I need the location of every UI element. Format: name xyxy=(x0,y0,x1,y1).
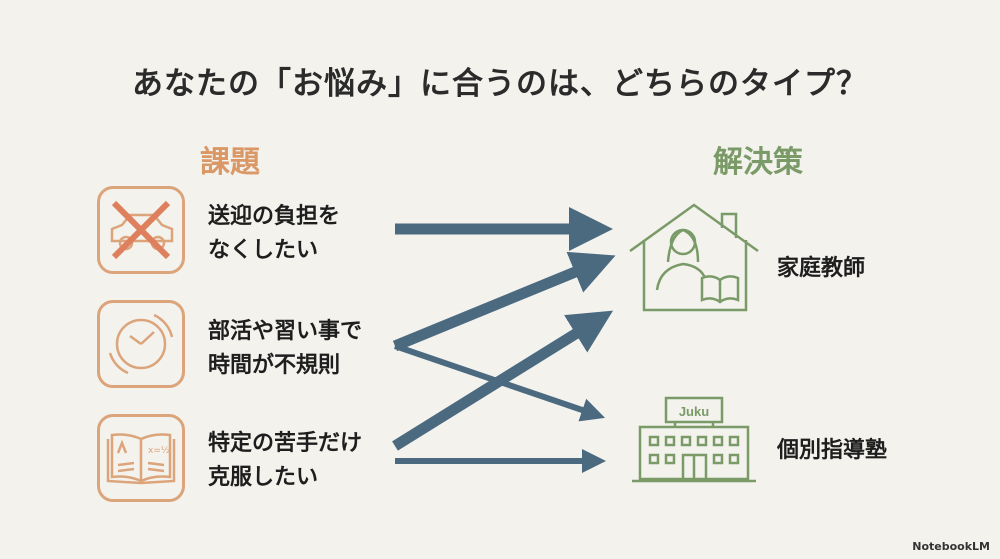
car-crossed-icon xyxy=(97,186,185,274)
brand-logo: NotebookLM xyxy=(912,540,990,553)
problem-3: 特定の苦手だけ克服したい xyxy=(208,431,363,490)
house-tutor-icon xyxy=(629,203,759,312)
solutions-header: 解決策 xyxy=(713,145,803,180)
juku-sign: Juku xyxy=(679,404,709,419)
arrow-2-to-tutor xyxy=(392,251,616,352)
juku-building-icon xyxy=(632,396,756,483)
page-title: あなたの「お悩み」に合うのは、どちらのタイプ？ xyxy=(132,66,868,102)
svg-text:x=½: x=½ xyxy=(148,446,170,456)
arrow-2-to-juku xyxy=(394,343,606,422)
problem-1: 送迎の負担をなくしたい xyxy=(208,204,341,263)
problems-header: 課題 xyxy=(200,145,260,180)
arrow-3-to-tutor xyxy=(392,310,614,451)
solution-home-tutor: 家庭教師 xyxy=(777,256,866,281)
solution-juku: 個別指導塾 xyxy=(777,438,888,463)
open-book-icon: x=½ xyxy=(97,414,185,502)
clock-cycle-icon xyxy=(97,300,185,388)
problem-2: 部活や習い事で時間が不規則 xyxy=(208,319,363,378)
